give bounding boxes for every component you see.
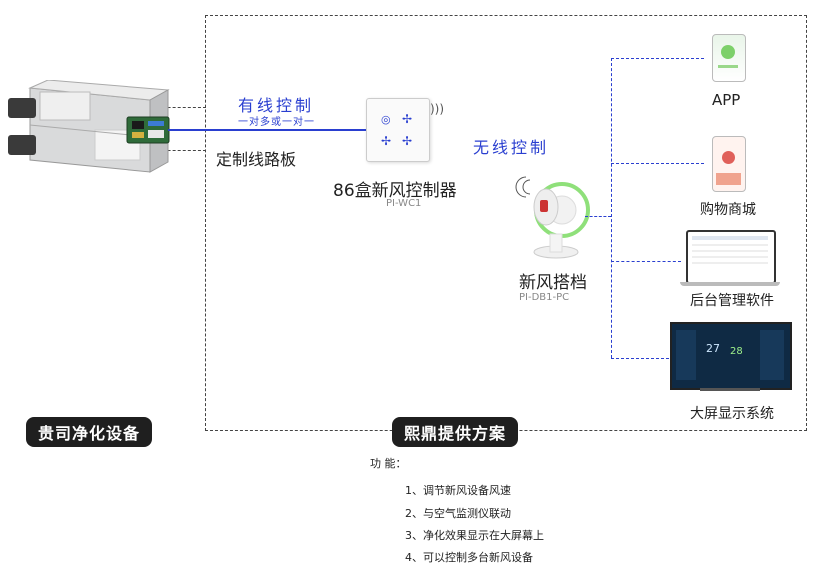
mall-phone-image bbox=[712, 136, 746, 192]
screen-reading-1: 27 bbox=[706, 342, 720, 355]
partner-device-image bbox=[515, 176, 590, 259]
partner-to-bus-line bbox=[585, 216, 611, 217]
function-item: 3、净化效果显示在大屏幕上 bbox=[405, 529, 544, 542]
endpoint-bus-line bbox=[611, 58, 612, 358]
wired-control-subtitle: 一对多或一对一 bbox=[238, 117, 315, 128]
function-item: 1、调节新风设备风速 bbox=[405, 484, 511, 497]
admin-laptop-image bbox=[686, 230, 776, 284]
endpoint-mall-label: 购物商城 bbox=[700, 202, 756, 218]
big-screen-stand bbox=[700, 388, 760, 391]
fan-high-icon: ✢ bbox=[402, 134, 413, 148]
admin-branch-line bbox=[611, 261, 681, 262]
fan-icon: ✢ bbox=[402, 112, 413, 126]
solution-pill: 熙鼎提供方案 bbox=[392, 417, 519, 447]
admin-laptop-base bbox=[680, 282, 780, 286]
wall-controller: ◎ ✢ ✢ ✢ bbox=[366, 98, 430, 162]
function-item: 2、与空气监测仪联动 bbox=[405, 507, 511, 520]
wireless-control-title: 无线控制 bbox=[473, 138, 550, 157]
wired-control-title: 有线控制 bbox=[238, 96, 315, 115]
screen-branch-line bbox=[611, 358, 669, 359]
screen-reading-2: 28 bbox=[730, 346, 743, 357]
your-equipment-pill: 贵司净化设备 bbox=[26, 417, 153, 447]
function-item: 4、可以控制多台新风设备 bbox=[405, 551, 533, 564]
endpoint-screen-label: 大屏显示系统 bbox=[690, 406, 774, 422]
fan-low-icon: ✢ bbox=[381, 134, 392, 148]
custom-board-label: 定制线路板 bbox=[216, 150, 297, 169]
app-phone-image bbox=[712, 34, 746, 82]
wired-connection-line bbox=[168, 129, 366, 131]
partner-name: 新风搭档 bbox=[519, 273, 587, 293]
app-branch-line bbox=[611, 58, 704, 59]
circuit-board-image bbox=[126, 116, 170, 144]
controller-model: PI-WC1 bbox=[386, 198, 422, 209]
power-icon: ◎ bbox=[381, 113, 391, 126]
partner-model: PI-DB1-PC bbox=[519, 292, 570, 303]
big-screen-image: 27 28 bbox=[670, 322, 792, 390]
endpoint-app-label: APP bbox=[712, 91, 741, 109]
ventilation-unit-image bbox=[8, 80, 170, 173]
functions-title: 功 能： bbox=[370, 457, 407, 470]
mall-branch-line bbox=[611, 163, 704, 164]
controller-name: 86盒新风控制器 bbox=[333, 181, 457, 201]
endpoint-admin-label: 后台管理软件 bbox=[690, 293, 774, 309]
wireless-signal-icon: ))) bbox=[430, 102, 445, 116]
